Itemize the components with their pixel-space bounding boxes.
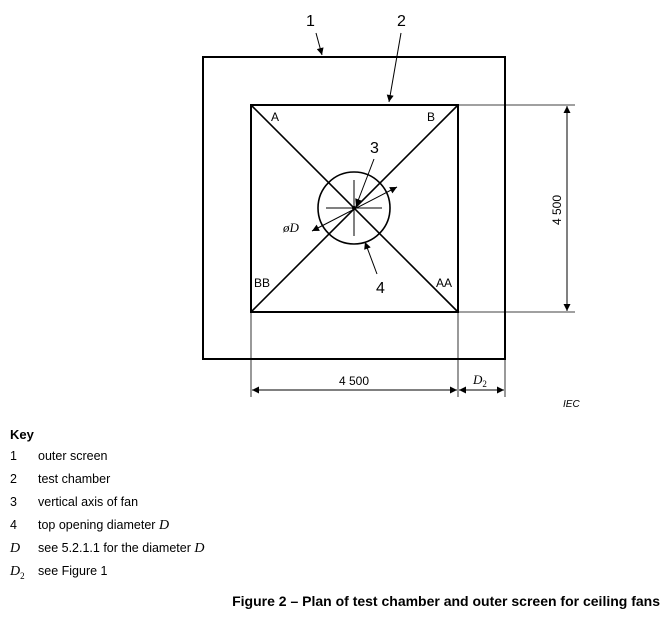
diameter-line: [311, 186, 398, 232]
key-description: test chamber: [38, 472, 111, 486]
source-mark: IEC: [563, 399, 580, 410]
key-item: 1 outer screen: [10, 449, 204, 472]
key-description: top opening diameter D: [38, 518, 170, 533]
corner-a: A: [271, 110, 279, 124]
key-item: D2 see Figure 1: [10, 564, 204, 587]
dim-horizontal-label: 4 500: [339, 374, 369, 388]
outer-screen: [202, 56, 506, 360]
dim-vertical-label: 4 500: [550, 195, 564, 225]
figure-caption: Figure 2 – Plan of test chamber and oute…: [232, 593, 660, 609]
key-item: 3 vertical axis of fan: [10, 495, 204, 518]
key-symbol: D: [10, 541, 21, 556]
diameter-label: øD: [282, 220, 300, 235]
leader-1: [315, 32, 324, 56]
key-description: see 5.2.1.1 for the diameter D: [38, 541, 205, 556]
leader-3: [355, 158, 375, 207]
key-list: 1 outer screen 2 test chamber 3 vertical…: [10, 449, 204, 587]
key-description: see Figure 1: [38, 564, 108, 578]
leader-4: [364, 241, 378, 275]
callout-4: 4: [376, 280, 385, 297]
key-item: D see 5.2.1.1 for the diameter D: [10, 541, 204, 564]
key-symbol: 3: [10, 495, 17, 509]
callout-2: 2: [397, 13, 406, 30]
corner-bb: BB: [254, 276, 270, 290]
key-description: outer screen: [38, 449, 108, 463]
callout-1: 1: [306, 13, 315, 30]
leader-2: [386, 32, 402, 103]
key-symbol: 2: [10, 472, 17, 486]
corner-b: B: [427, 110, 435, 124]
callout-3: 3: [370, 140, 379, 157]
dim-d2-label: D2: [472, 372, 487, 389]
plan-diagram: øD 1 2 3 4 A B BB AA 4 500 4 500 D2 IEC: [202, 13, 580, 410]
key-symbol: 1: [10, 449, 17, 463]
key-title: Key: [10, 427, 34, 442]
key-item: 4 top opening diameter D: [10, 518, 204, 541]
key-item: 2 test chamber: [10, 472, 204, 495]
test-chamber: [250, 104, 459, 313]
key-symbol: 4: [10, 518, 17, 532]
corner-aa: AA: [436, 276, 452, 290]
key-symbol: D2: [10, 564, 25, 581]
key-description: vertical axis of fan: [38, 495, 139, 509]
